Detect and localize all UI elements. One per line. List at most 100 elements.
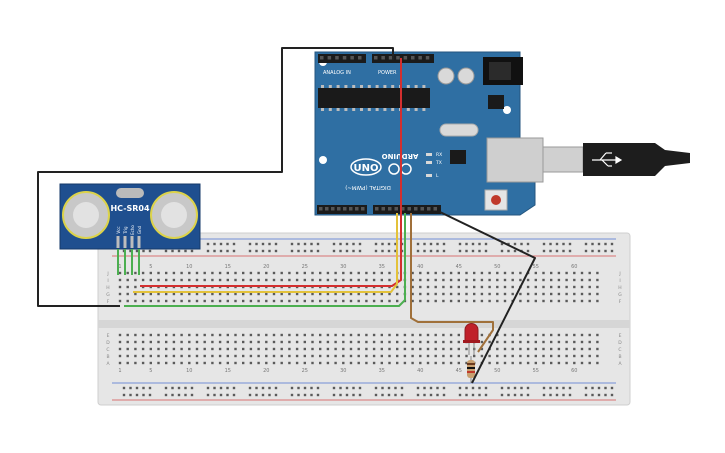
mounting-hole bbox=[503, 106, 511, 114]
row-letter: B bbox=[106, 354, 109, 360]
column-number: 45 bbox=[456, 368, 462, 374]
led-label-tx: TX bbox=[435, 160, 442, 166]
digital-header-high bbox=[373, 205, 441, 214]
column-number: 20 bbox=[263, 264, 269, 270]
analog-header-label: ANALOG IN bbox=[323, 70, 351, 76]
led-label-rx: RX bbox=[436, 152, 442, 158]
sensor-pin-label: Gnd bbox=[137, 225, 142, 234]
row-letter: H bbox=[618, 285, 621, 291]
column-number: 5 bbox=[149, 264, 152, 270]
wire-yellow-trig bbox=[133, 213, 398, 293]
top-header-pins bbox=[320, 56, 430, 60]
digital-header-low bbox=[317, 205, 367, 214]
sensor-model-label: HC-SR04 bbox=[110, 204, 150, 213]
row-letter: G bbox=[618, 292, 622, 298]
column-number: 55 bbox=[533, 264, 539, 270]
column-number: 55 bbox=[533, 368, 539, 374]
column-number: 30 bbox=[340, 368, 346, 374]
column-number: 60 bbox=[571, 368, 577, 374]
reset-button-cap[interactable] bbox=[491, 195, 501, 205]
wire-black-resistor bbox=[439, 211, 536, 384]
resistor bbox=[467, 356, 475, 383]
voltage-regulator bbox=[488, 95, 504, 109]
row-letter: B bbox=[618, 354, 621, 360]
row-letter: D bbox=[106, 340, 110, 346]
column-number: 5 bbox=[149, 368, 152, 374]
wires bbox=[37, 47, 536, 384]
capacitor bbox=[457, 67, 475, 85]
board-model-label: UNO bbox=[354, 163, 379, 174]
column-number: 10 bbox=[186, 368, 192, 374]
row-letter: J bbox=[618, 271, 620, 277]
analog-header bbox=[318, 54, 366, 63]
chip-legs bbox=[321, 85, 426, 111]
row-letter: G bbox=[106, 292, 110, 298]
column-number: 10 bbox=[186, 264, 192, 270]
wire-black-gnd bbox=[37, 47, 394, 307]
column-number: 30 bbox=[340, 264, 346, 270]
column-number: 40 bbox=[417, 264, 423, 270]
uno-logo-frame bbox=[350, 158, 382, 176]
sensor-pin-label: Trig bbox=[123, 226, 128, 235]
wire-brown-led bbox=[410, 213, 494, 353]
usb-port bbox=[486, 137, 544, 183]
arduino-uno-board: ANALOG IN POWER UNO ARDUINO DIGITAL (PWM… bbox=[314, 51, 544, 216]
row-letter: C bbox=[618, 347, 621, 353]
row-letter: A bbox=[106, 361, 110, 367]
sensor-pin-label: Echo bbox=[130, 225, 135, 235]
mounting-hole bbox=[319, 156, 327, 164]
crystal-oscillator bbox=[439, 123, 479, 137]
power-header bbox=[372, 54, 434, 63]
sensor-pin-label: Vcc bbox=[116, 226, 121, 233]
red-led bbox=[463, 323, 480, 355]
sensor-jumper-legs bbox=[117, 249, 140, 275]
brand-label: ARDUINO bbox=[382, 152, 419, 160]
digital-header-label: DIGITAL (PWM~) bbox=[345, 184, 391, 190]
column-number: 60 bbox=[571, 264, 577, 270]
row-letter: A bbox=[618, 361, 622, 367]
column-number: 35 bbox=[379, 368, 385, 374]
usb-icon bbox=[592, 152, 623, 167]
row-letter: E bbox=[619, 333, 622, 339]
breadboard-holes bbox=[112, 238, 616, 401]
row-letter: F bbox=[619, 299, 622, 305]
column-number: 1 bbox=[118, 368, 121, 374]
row-letter: J bbox=[106, 271, 108, 277]
column-number: 45 bbox=[456, 264, 462, 270]
column-number: 40 bbox=[417, 368, 423, 374]
column-number: 35 bbox=[379, 264, 385, 270]
usb-cable bbox=[542, 143, 690, 176]
indicator-leds: RX TX L bbox=[426, 152, 442, 179]
column-number: 20 bbox=[263, 368, 269, 374]
sensor-transducer-right bbox=[150, 191, 198, 239]
microcontroller-chip bbox=[318, 88, 430, 108]
usb-chip bbox=[450, 150, 466, 164]
led-label-l: L bbox=[436, 173, 439, 179]
row-letter: C bbox=[106, 347, 109, 353]
bottom-header-pins bbox=[319, 207, 437, 211]
power-header-label: POWER bbox=[378, 70, 397, 76]
sensor-crystal bbox=[116, 188, 144, 198]
column-number: 1 bbox=[118, 264, 121, 270]
column-number: 15 bbox=[225, 264, 231, 270]
column-number: 25 bbox=[302, 368, 308, 374]
row-letter: F bbox=[107, 299, 110, 305]
column-number: 50 bbox=[494, 264, 500, 270]
row-letter: E bbox=[107, 333, 110, 339]
row-letter: I bbox=[619, 278, 620, 284]
row-letter: D bbox=[618, 340, 622, 346]
row-letter: I bbox=[107, 278, 108, 284]
capacitor bbox=[437, 67, 455, 85]
sensor-transducer-left bbox=[62, 191, 110, 239]
column-number: 15 bbox=[225, 368, 231, 374]
row-letter: H bbox=[106, 285, 109, 291]
column-number: 25 bbox=[302, 264, 308, 270]
